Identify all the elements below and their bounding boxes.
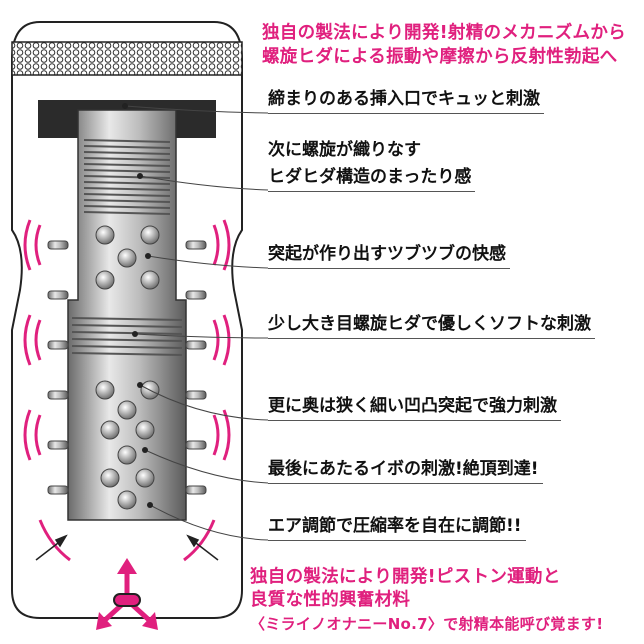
stud (185, 440, 207, 450)
rib (83, 139, 171, 143)
stud (185, 390, 207, 400)
stud (47, 340, 69, 350)
rib (83, 157, 171, 161)
bump (117, 445, 137, 465)
stud (185, 240, 207, 250)
label-text: 更に奥は狭く細い凹凸突起で強力刺激 (268, 396, 557, 416)
label-text: 次に螺旋が織りなす (268, 140, 421, 160)
label-text: 最後にあたるイボの刺激!絶頂到達! (268, 459, 539, 479)
bump (117, 400, 137, 420)
bumps (95, 225, 160, 510)
stud (47, 240, 69, 250)
rib (83, 151, 171, 155)
bump (140, 270, 160, 290)
rib (83, 199, 171, 203)
label-text: 突起が作り出すツブツブの快感 (268, 244, 506, 264)
rib (83, 205, 171, 209)
bump (100, 420, 120, 440)
bump (117, 490, 137, 510)
vibration-arcs (23, 219, 231, 562)
stud (47, 290, 69, 300)
label-narrow-deep: 更に奥は狭く細い凹凸突起で強力刺激 (268, 393, 561, 421)
stud (47, 485, 69, 495)
leader-lines (124, 105, 269, 541)
bump (95, 380, 115, 400)
bump (135, 420, 155, 440)
rib (83, 187, 171, 191)
rib (83, 169, 171, 173)
rib (83, 175, 171, 179)
rib (71, 345, 183, 349)
side-studs (47, 240, 207, 495)
header-line-2: 螺旋ヒダによる振動や摩擦から反射性勃起へ (262, 47, 618, 67)
rib (83, 211, 171, 215)
bump (140, 225, 160, 245)
label-text: ヒダヒダ構造のまったり感 (268, 167, 472, 187)
bump (135, 468, 155, 488)
stud (185, 485, 207, 495)
stud (185, 290, 207, 300)
bump (95, 225, 115, 245)
label-bumps: 突起が作り出すツブツブの快感 (268, 241, 510, 269)
stud (47, 390, 69, 400)
stud (185, 340, 207, 350)
air-valve (113, 593, 141, 607)
bump (95, 270, 115, 290)
label-air-adjust: エア調節で圧縮率を自在に調節!! (268, 513, 526, 541)
label-large-spiral: 少し大き目螺旋ヒダで優しくソフトな刺激 (268, 311, 595, 339)
rib (71, 317, 183, 321)
label-text: エア調節で圧縮率を自在に調節!! (268, 516, 522, 536)
stud (47, 440, 69, 450)
rib (71, 324, 183, 328)
label-text: 締まりのある挿入口でキュッと刺激 (268, 89, 540, 109)
bump (117, 248, 137, 268)
rib (83, 145, 171, 149)
label-insertion: 締まりのある挿入口でキュッと刺激 (268, 86, 544, 114)
footer-line-3: 〈ミライノオナニーNo.7〉で射精本能呼び覚ます! (250, 615, 604, 633)
label-spiral: 次に螺旋が織りなすヒダヒダ構造のまったり感 (268, 137, 476, 192)
spiral-ribs (71, 139, 183, 356)
label-text: 少し大き目螺旋ヒダで優しくソフトな刺激 (268, 314, 591, 334)
header-line-1: 独自の製法により開発!射精のメカニズムから (262, 23, 626, 43)
mesh-cap (11, 41, 243, 76)
label-final-bumps: 最後にあたるイボの刺激!絶頂到達! (268, 456, 543, 484)
footer-line-1: 独自の製法により開発!ピストン運動と (250, 567, 561, 587)
rib (71, 331, 183, 335)
leader-dots (122, 103, 153, 508)
rib (71, 352, 183, 356)
rib (71, 338, 183, 342)
air-arrows (35, 534, 219, 561)
rib (83, 181, 171, 185)
rib (83, 193, 171, 197)
footer-line-2: 良質な性的興奮材料 (250, 590, 411, 610)
rib (83, 163, 171, 167)
bump (100, 468, 120, 488)
